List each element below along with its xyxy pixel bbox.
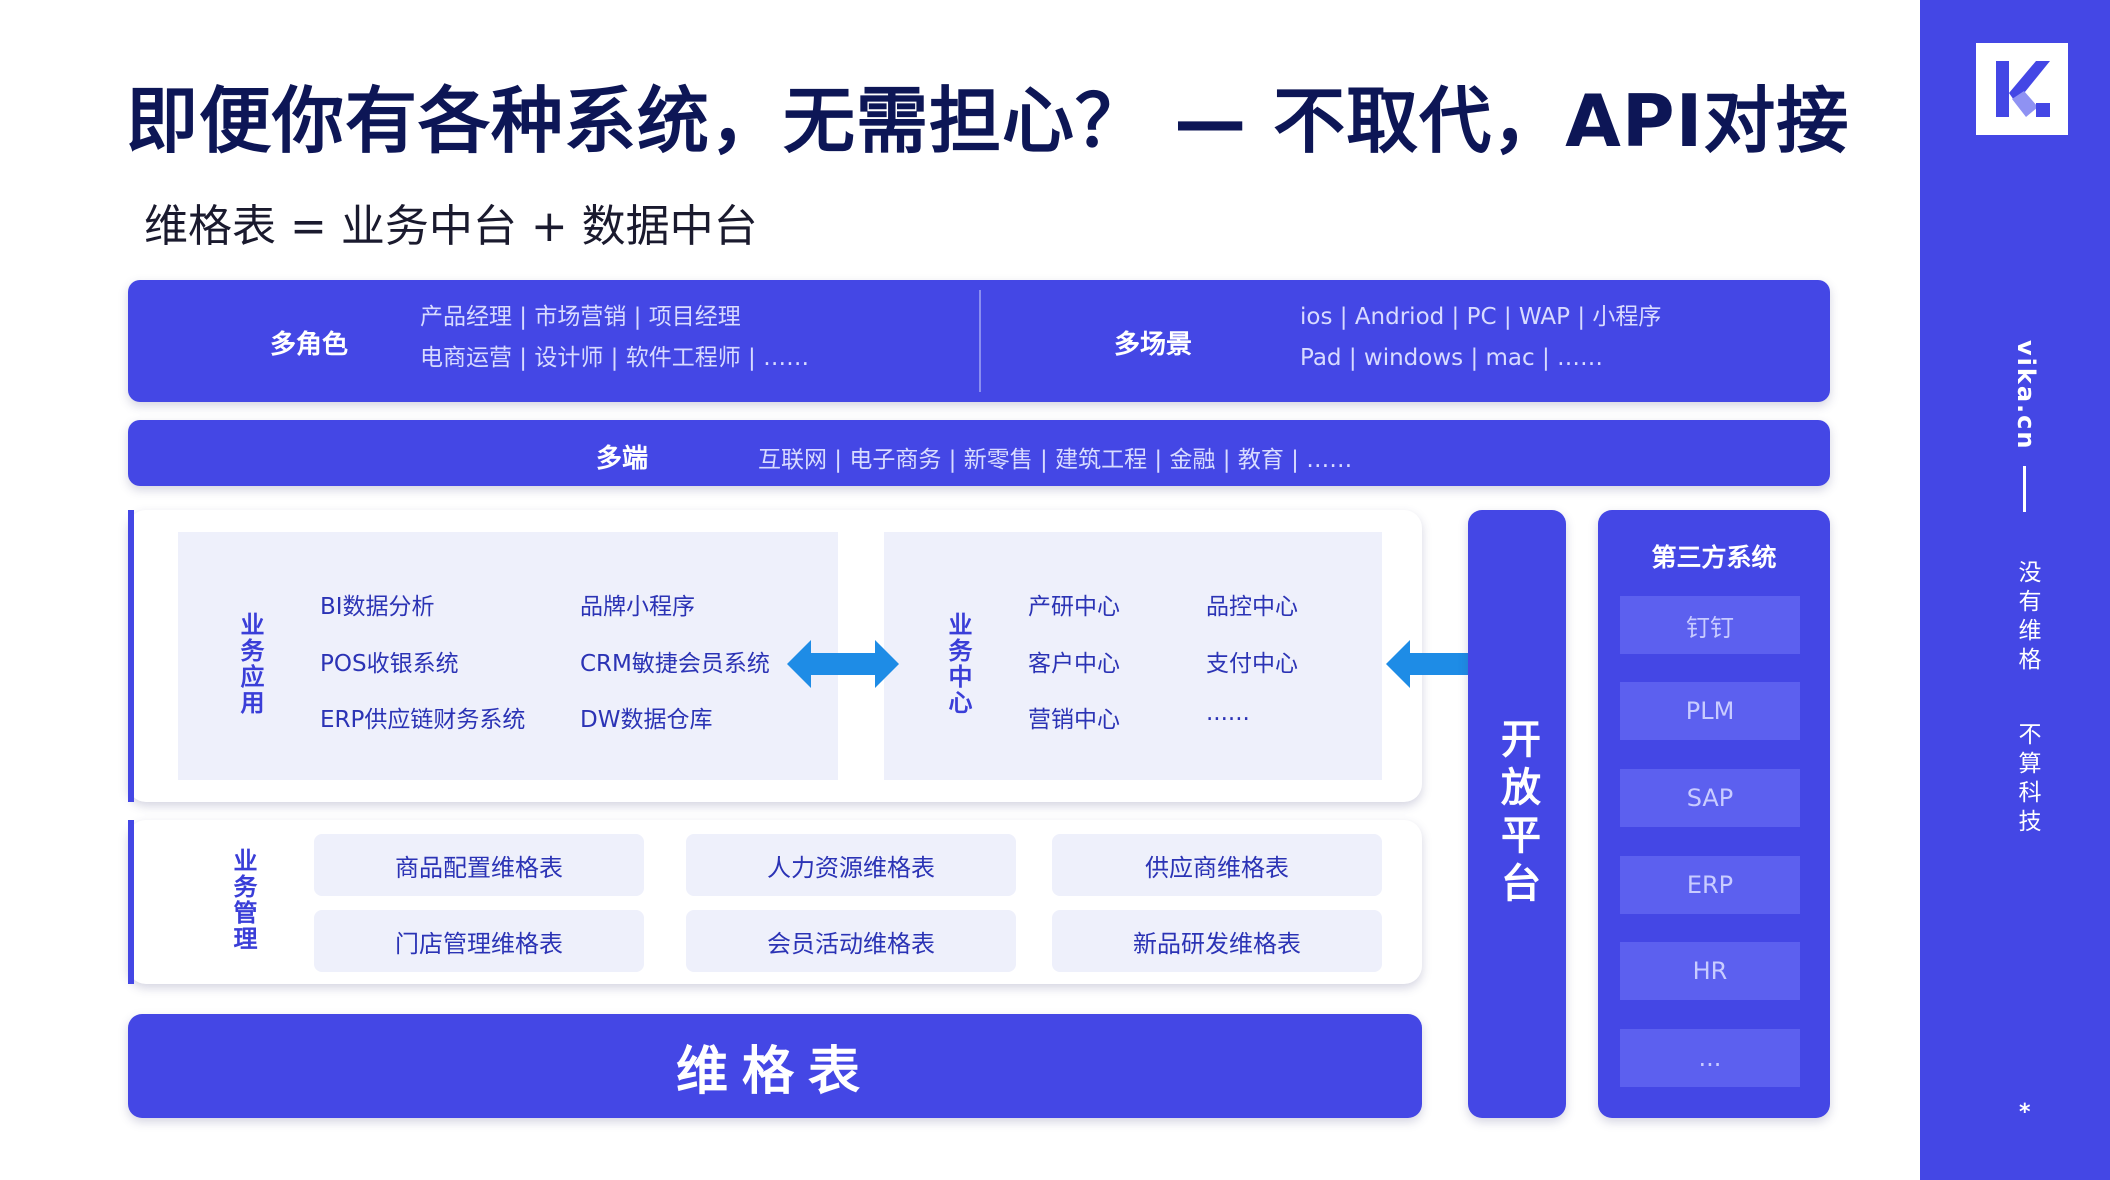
site-url: vika.cn: [2012, 340, 2040, 451]
third-party-item: SAP: [1620, 769, 1800, 827]
third-party-item: 钉钉: [1620, 596, 1800, 654]
ends-label: 多端: [596, 444, 649, 474]
business-center-item: 支付中心: [1206, 651, 1298, 677]
third-party-item: ERP: [1620, 856, 1800, 914]
roles-scenes-band: 多角色 产品经理 | 市场营销 | 项目经理 电商运营 | 设计师 | 软件工程…: [128, 280, 1830, 402]
panel-accent-edge: [128, 820, 134, 984]
business-apps-box: 业务应用 BI数据分析 品牌小程序 POS收银系统 CRM敏捷会员系统 ERP供…: [178, 532, 838, 780]
open-platform-label: 开放平台: [1494, 718, 1540, 910]
business-app-item: BI数据分析: [320, 594, 435, 620]
mgmt-table-chip: 人力资源维格表: [686, 834, 1016, 896]
band-divider: [979, 290, 981, 392]
ends-text: 互联网 | 电子商务 | 新零售 | 建筑工程 | 金融 | 教育 | ……: [758, 447, 1353, 473]
slogan-part-1: 没有维格: [2014, 560, 2040, 676]
vika-logo-icon: [1976, 43, 2068, 135]
mgmt-table-chip: 供应商维格表: [1052, 834, 1382, 896]
third-party-panel: 第三方系统 钉钉 PLM SAP ERP HR ...: [1598, 510, 1830, 1118]
business-center-box: 业务中心 产研中心 品控中心 客户中心 支付中心 营销中心 ......: [884, 532, 1382, 780]
business-app-item: ERP供应链财务系统: [320, 707, 526, 733]
business-center-label: 业务中心: [944, 612, 972, 716]
third-party-item: PLM: [1620, 682, 1800, 740]
double-arrow-icon: [787, 640, 899, 688]
mgmt-table-chip: 会员活动维格表: [686, 910, 1016, 972]
mgmt-table-chip: 门店管理维格表: [314, 910, 644, 972]
scenes-line-2: Pad | windows | mac | ……: [1300, 345, 1604, 371]
mgmt-table-chip: 新品研发维格表: [1052, 910, 1382, 972]
business-mgmt-panel: 业务管理 商品配置维格表 人力资源维格表 供应商维格表 门店管理维格表 会员活动…: [128, 820, 1422, 984]
slogan-part-2: 不算科技: [2014, 722, 2040, 838]
panel-accent-edge: [128, 510, 134, 802]
business-center-item: 营销中心: [1028, 707, 1120, 733]
business-app-item: 品牌小程序: [580, 594, 695, 620]
business-center-item: 产研中心: [1028, 594, 1120, 620]
business-app-item: DW数据仓库: [580, 707, 713, 733]
open-platform-column: 开放平台: [1468, 510, 1566, 1118]
vika-base-bar: 维格表: [128, 1014, 1422, 1118]
star-mark: *: [2019, 1100, 2031, 1125]
business-panel: 业务应用 BI数据分析 品牌小程序 POS收银系统 CRM敏捷会员系统 ERP供…: [128, 510, 1422, 802]
page-title: 即便你有各种系统，无需担心？ — 不取代，API对接: [126, 79, 1850, 163]
scenes-label: 多场景: [1114, 330, 1193, 360]
mgmt-table-chip: 商品配置维格表: [314, 834, 644, 896]
roles-label: 多角色: [270, 330, 349, 360]
roles-line-1: 产品经理 | 市场营销 | 项目经理: [420, 304, 741, 330]
scenes-line-1: ios | Andriod | PC | WAP | 小程序: [1300, 304, 1662, 330]
business-app-item: POS收银系统: [320, 651, 459, 677]
roles-line-2: 电商运营 | 设计师 | 软件工程师 | ……: [420, 345, 810, 371]
third-party-title: 第三方系统: [1651, 543, 1777, 572]
page-subtitle: 维格表 = 业务中台 + 数据中台: [144, 201, 758, 252]
business-center-item: ......: [1206, 700, 1250, 726]
brand-sidebar: vika.cn 没有维格 不算科技 *: [1920, 0, 2110, 1180]
business-center-item: 品控中心: [1206, 594, 1298, 620]
third-party-item: HR: [1620, 942, 1800, 1000]
business-mgmt-label: 业务管理: [229, 848, 257, 952]
double-arrow-icon: [1386, 640, 1498, 688]
ends-band: 多端 互联网 | 电子商务 | 新零售 | 建筑工程 | 金融 | 教育 | ……: [128, 420, 1830, 486]
business-apps-label: 业务应用: [236, 612, 264, 716]
business-center-item: 客户中心: [1028, 651, 1120, 677]
third-party-item: ...: [1620, 1029, 1800, 1087]
business-app-item: CRM敏捷会员系统: [580, 651, 770, 677]
sidebar-divider: [2023, 466, 2026, 512]
